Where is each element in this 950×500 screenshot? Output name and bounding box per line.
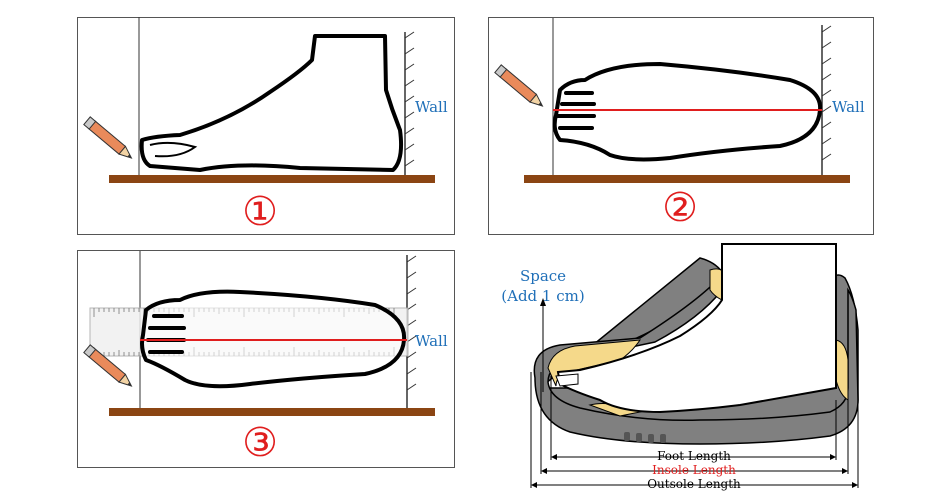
toes-2 xyxy=(556,91,596,130)
space-label: Space (Add 1 cm) xyxy=(488,266,598,306)
space-arrow-head xyxy=(540,298,546,306)
foot-top-outline-3 xyxy=(140,289,407,389)
length-arrowheads xyxy=(531,454,858,488)
space-label-line2: (Add 1 cm) xyxy=(501,287,585,305)
pencil-icon xyxy=(83,344,133,387)
wall-label-2: Wall xyxy=(832,98,865,116)
step-number-2: ② xyxy=(662,185,698,231)
length-lines xyxy=(530,372,859,488)
foot-length-label: Foot Length xyxy=(657,449,731,463)
tread xyxy=(624,432,666,443)
shoe-cross-section xyxy=(530,243,859,488)
outsole-length-label: Outsole Length xyxy=(647,477,741,491)
floor-3 xyxy=(109,408,435,416)
step-number-1: ① xyxy=(242,189,278,235)
pencil-icon xyxy=(494,64,544,107)
insole-length-label: Insole Length xyxy=(652,463,736,477)
pencil-icon xyxy=(83,116,133,159)
step-2-panel xyxy=(488,17,874,235)
foot-in-shoe xyxy=(556,243,837,414)
floor-2 xyxy=(524,175,850,183)
floor-1 xyxy=(109,175,435,183)
panel-1-drawing xyxy=(83,17,435,183)
panel-2-drawing xyxy=(494,17,850,183)
toe-in-shoe xyxy=(555,373,579,387)
foot-side-outline xyxy=(139,34,404,172)
panel-3-drawing xyxy=(83,250,435,416)
toe-detail xyxy=(149,141,198,158)
foot-top-outline-2 xyxy=(552,62,823,162)
step-3-panel xyxy=(77,250,455,468)
wall-label-3: Wall xyxy=(415,332,448,350)
space-label-line1: Space xyxy=(519,267,567,285)
wall-label-1: Wall xyxy=(415,98,448,116)
wall-hatch-2 xyxy=(821,25,832,161)
wall-hatch-1 xyxy=(404,31,415,167)
step-number-3: ③ xyxy=(242,420,278,466)
